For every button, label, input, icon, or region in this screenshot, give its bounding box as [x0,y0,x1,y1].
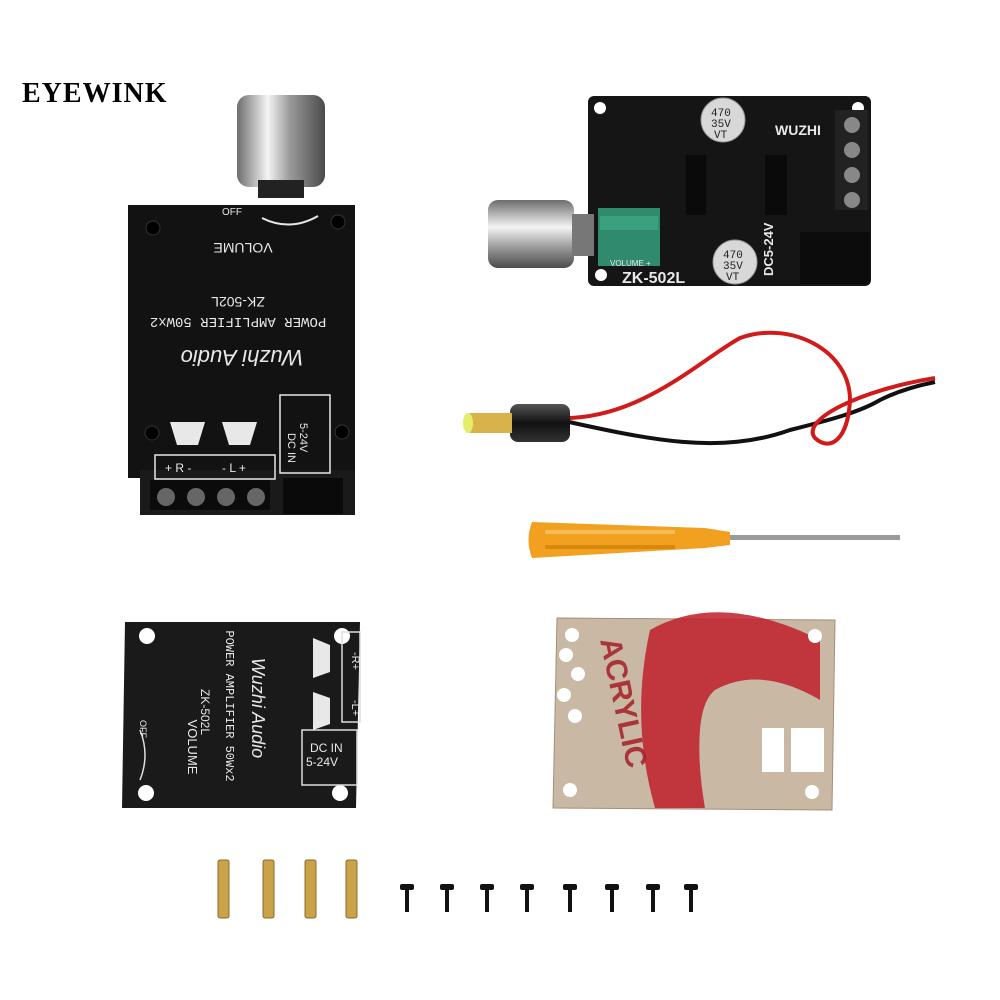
panel-l-label: -L+ [349,700,361,716]
case-volume-label: VOLUME [213,240,272,256]
acrylic-cover [552,612,836,811]
cap-top-voltage: 35V [711,119,731,131]
screws [400,884,698,912]
pcb-brand: WUZHI [775,122,821,138]
case-l-label: - L + [222,461,246,475]
pcb-dc: DC5-24V [761,222,776,276]
brand-logo: EYEWINK [22,78,168,109]
cap-bottom-value: 470 [723,250,743,262]
case-model-label: ZK-502L [211,294,265,310]
screwdriver [528,522,900,558]
cap-bottom-voltage: 35V [723,261,743,273]
capacitor-bottom [712,239,758,285]
panel-dc-in: DC IN [310,741,343,755]
panel-off: OFF [138,720,148,738]
panel-subtitle: POWER AMPLIFIER 50Wx2 [222,630,236,781]
pcb-volume: VOLUME + [610,259,651,268]
case-script-logo: Wuzhi Audio [181,345,304,370]
case-subtitle: POWER AMPLIFIER 50Wx2 [150,313,326,329]
cap-top-value: 470 [711,108,731,120]
panel-volume: VOLUME [185,720,200,775]
cap-bottom-mark: VT [726,272,740,284]
panel-r-label: -R+ [349,652,361,670]
case-r-label: + R - [165,461,191,475]
pcb-model: ZK-502L [622,270,685,287]
dc-cable [463,330,936,446]
case-voltage: 5-24V [297,423,309,453]
panel-voltage: 5-24V [306,755,338,769]
cap-top-mark: VT [714,130,728,142]
volume-knob [237,95,325,187]
bottom-panel [122,622,361,808]
panel-model: ZK-502L [198,689,212,735]
capacitor-top [700,97,746,143]
case-off-label: OFF [222,207,242,218]
case-dc-in: DC IN [285,433,297,463]
brass-standoffs [217,859,358,919]
pcb-volume-knob [488,200,574,268]
amplifier-case [128,95,355,515]
panel-script-logo: Wuzhi Audio [248,658,268,758]
amplifier-pcb [488,96,871,286]
